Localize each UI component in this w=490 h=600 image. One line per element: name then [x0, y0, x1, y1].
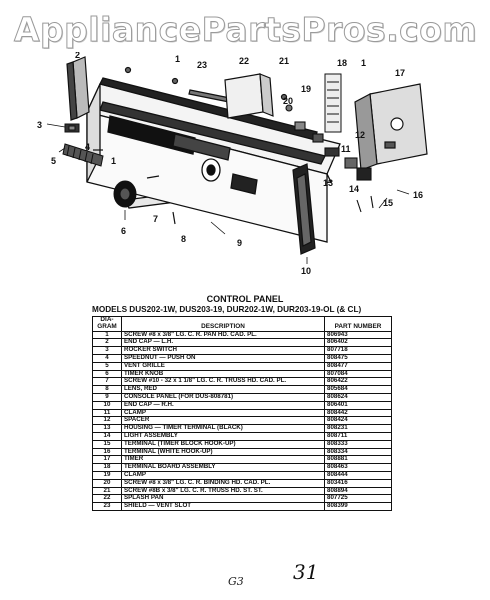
row-description: VENT GRILLE: [121, 361, 325, 371]
callout-labels: 2 1 23 22 21 19 20 18 1 17 3 4 5 1 6 7 8…: [37, 52, 423, 276]
timer-knob: [113, 180, 137, 208]
callout-14: 14: [349, 184, 359, 194]
header-diagram: DIA- GRAM: [92, 316, 122, 332]
callout-21: 21: [279, 56, 289, 66]
parts-table-header: DIA- GRAM DESCRIPTION PART NUMBER: [92, 316, 392, 332]
row-description: END CAP — R.H.: [121, 400, 325, 410]
row-part-number: 808333: [324, 439, 392, 449]
terminal-board: [324, 73, 342, 133]
exploded-parts-diagram: 2 1 23 22 21 19 20 18 1 17 3 4 5 1 6 7 8…: [37, 52, 428, 276]
header-part-number: PART NUMBER: [324, 316, 392, 332]
row-description: SHIELD — VENT SLOT: [121, 502, 325, 511]
callout-1b: 1: [361, 58, 366, 68]
row-part-number: 808477: [324, 361, 392, 371]
callout-18: 18: [337, 58, 347, 68]
row-description: TERMINAL (WHITE HOOK-UP): [121, 447, 325, 457]
light-assembly: [285, 104, 374, 213]
callout-22: 22: [239, 56, 249, 66]
row-diagram-number: 10: [92, 400, 122, 410]
row-description: CLAMP: [121, 408, 325, 418]
end-cap-left: [66, 56, 90, 121]
handwritten-note-left: G3: [228, 575, 244, 588]
callout-2: 2: [75, 52, 80, 60]
row-part-number: 803416: [324, 478, 392, 488]
section-title: CONTROL PANEL: [206, 294, 284, 304]
row-description: SCREW #8 x 3/8" LG. C. R. BINDING HD. CA…: [121, 478, 325, 488]
handwritten-page-number: 31: [293, 560, 319, 584]
callout-12: 12: [355, 130, 365, 140]
callout-9: 9: [237, 238, 242, 248]
callout-23: 23: [197, 60, 207, 70]
callout-13: 13: [323, 178, 333, 188]
header-description: DESCRIPTION: [121, 316, 325, 332]
callout-19: 19: [301, 84, 311, 94]
callout-1: 1: [175, 54, 180, 64]
row-description: TERMINAL (TIMER BLOCK HOOK-UP): [121, 439, 325, 449]
row-part-number: 806401: [324, 400, 392, 410]
row-diagram-number: 15: [92, 439, 122, 449]
callout-6: 6: [121, 226, 126, 236]
row-diagram-number: 23: [92, 502, 122, 511]
callout-20: 20: [283, 96, 293, 106]
callout-4: 4: [85, 142, 90, 152]
callout-11: 11: [341, 144, 351, 154]
timer-unit: [354, 83, 428, 171]
row-diagram-number: 20: [92, 478, 122, 488]
leader-lines: [46, 123, 410, 264]
callout-16: 16: [413, 190, 423, 200]
callout-3: 3: [37, 120, 42, 130]
callout-5: 5: [51, 156, 56, 166]
callout-10: 10: [301, 266, 311, 276]
callout-1c: 1: [111, 156, 116, 166]
callout-7: 7: [153, 214, 158, 224]
rocker-switch: [64, 123, 80, 133]
callout-15: 15: [383, 198, 393, 208]
watermark: AppliancePartsPros.com: [13, 10, 478, 50]
vent-grille: [62, 143, 104, 167]
screws: [93, 66, 288, 225]
models-line: MODELS DUS202-1W, DUS203-19, DUR202-1W, …: [92, 305, 362, 314]
row-description: TERMINAL BOARD ASSEMBLY: [121, 463, 325, 472]
callout-17: 17: [395, 68, 405, 78]
splash-pan: [224, 73, 274, 119]
row-part-number: 808399: [324, 502, 392, 511]
row-diagram-number: 5: [92, 361, 122, 371]
callout-8: 8: [181, 234, 186, 244]
end-cap-right: [292, 163, 316, 255]
